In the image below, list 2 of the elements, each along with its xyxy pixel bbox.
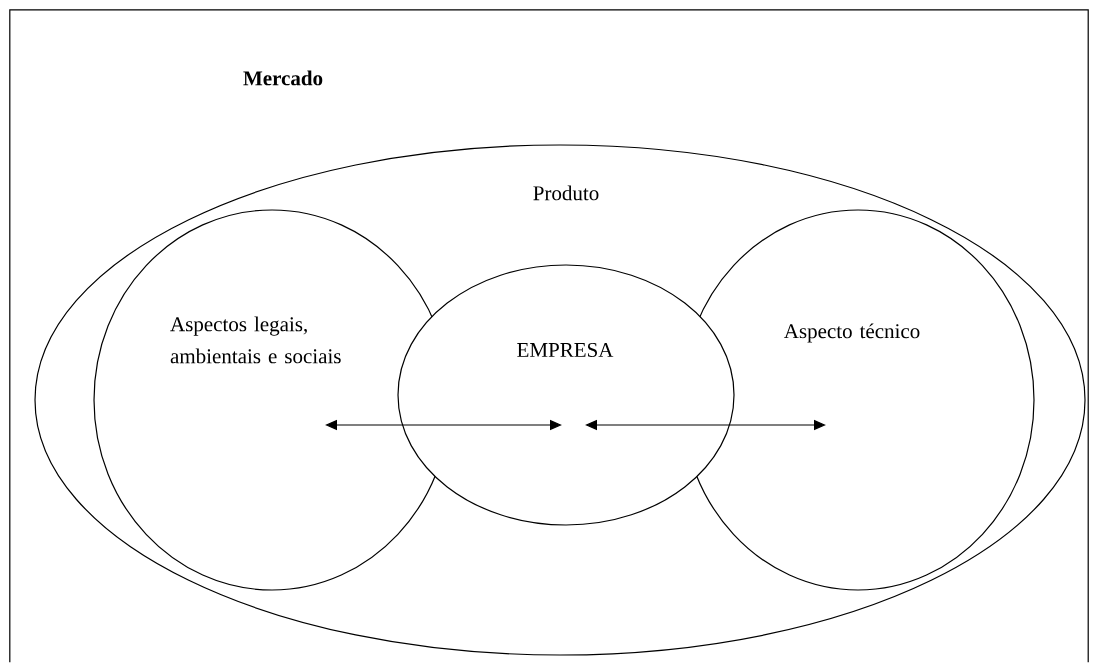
double-arrow xyxy=(585,419,826,431)
double-arrow xyxy=(325,419,562,431)
